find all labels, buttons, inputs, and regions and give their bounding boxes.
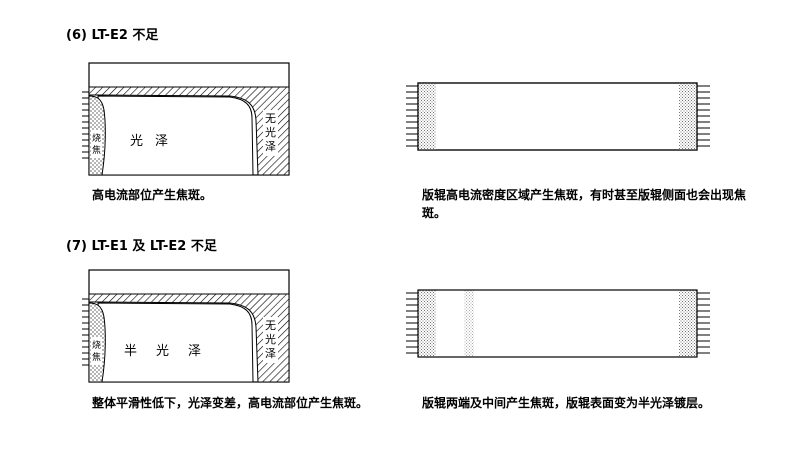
section6-heading: (6) LT-E2 不足: [66, 28, 159, 43]
roller-body: [418, 290, 697, 357]
roller-middle-burn: [464, 290, 474, 357]
hatched-region: [88, 293, 290, 383]
roller-right-ticks: [697, 85, 710, 147]
hatched-region: [88, 86, 290, 176]
roller-left-ticks: [406, 85, 418, 147]
matte-label-3: 泽: [265, 140, 276, 153]
section6-hull-cell-panel: 烧 焦 光 泽 无 光 泽: [82, 62, 290, 176]
burn-label-1: 烧: [92, 339, 101, 351]
section6-left-caption: 高电流部位产生焦斑。: [92, 188, 213, 202]
matte-label-3: 泽: [265, 347, 276, 360]
semi-bright-label-2: 光: [156, 344, 169, 359]
matte-label-2: 光: [265, 125, 276, 139]
roller-right-burn: [679, 290, 697, 357]
matte-label-1: 无: [265, 112, 276, 125]
section7-roller-diagram: [406, 289, 710, 358]
roller-right-burn: [679, 83, 697, 150]
roller-left-burn: [418, 83, 436, 150]
roller-left-burn: [418, 290, 436, 357]
section7-right-caption: 版辊两端及中间产生焦斑，版辊表面变为半光泽镀层。: [422, 396, 711, 410]
section7-hull-cell-panel: 烧 焦 半 光 泽 无 光 泽: [82, 269, 290, 383]
section6-right-caption: 版辊高电流密度区域产生焦斑，有时甚至版辊侧面也会出现焦斑。: [422, 188, 747, 220]
roller-body: [417, 82, 698, 151]
tick-marks: [82, 298, 89, 366]
tick-marks: [82, 91, 89, 159]
semi-bright-label-3: 泽: [188, 344, 201, 359]
matte-label-2: 光: [265, 332, 276, 346]
burn-label-1: 烧: [92, 132, 101, 144]
matte-label-1: 无: [265, 319, 276, 332]
roller-left-ticks: [406, 292, 418, 354]
section7-heading: (7) LT-E1 及 LT-E2 不足: [66, 239, 217, 254]
semi-bright-label-1: 半: [124, 344, 137, 359]
burn-label-2: 焦: [92, 144, 101, 156]
roller-right-ticks: [697, 292, 710, 354]
section6-roller-diagram: [406, 82, 710, 151]
bright-label-1: 光: [130, 134, 143, 149]
burn-label-2: 焦: [92, 351, 101, 363]
section7-left-caption: 整体平滑性低下，光泽变差，高电流部位产生焦斑。: [92, 396, 369, 410]
bright-label-2: 泽: [155, 134, 168, 149]
